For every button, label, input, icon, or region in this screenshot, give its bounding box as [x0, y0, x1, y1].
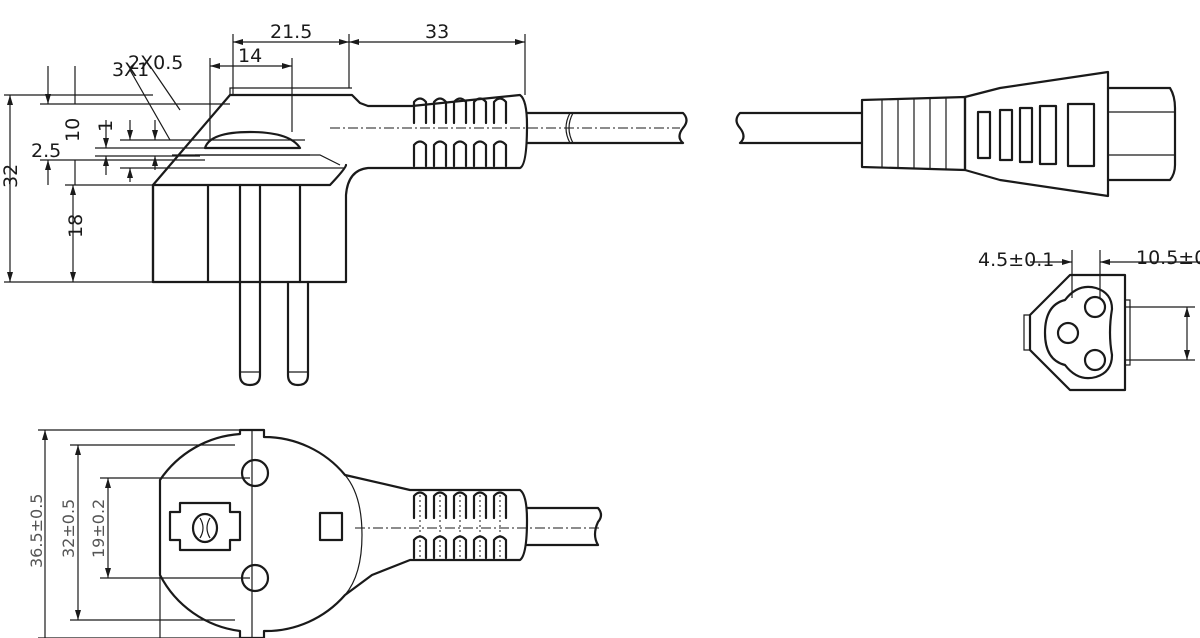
side-dimensions: 21.5 33 14 2X0.5 3X1 2.5 10 1 32 18	[0, 21, 526, 283]
connector-window-1	[976, 110, 992, 160]
dim-18: 18	[65, 214, 87, 238]
dim-19: 19±0.2	[89, 499, 108, 558]
dim-2-5: 2.5	[31, 140, 61, 162]
plug-front-view	[158, 428, 603, 638]
dim-2x0-5: 2X0.5	[128, 52, 183, 74]
connector-window-5	[1066, 102, 1096, 168]
dim-10: 10	[62, 118, 84, 142]
connector-side-view	[735, 70, 1177, 198]
front-small-window	[318, 511, 344, 542]
pin-right	[286, 280, 310, 387]
plug-body-step	[151, 163, 348, 284]
pin-left	[238, 183, 262, 387]
dim-32-front: 32±0.5	[59, 499, 78, 558]
connector-nose	[1106, 86, 1177, 182]
dim-36-5: 36.5±0.5	[27, 494, 46, 568]
plug-side-body	[151, 93, 529, 284]
connector-body	[963, 70, 1110, 198]
connector-window-3	[1018, 106, 1034, 164]
front-cable	[525, 506, 603, 547]
plug-top-face	[229, 87, 352, 95]
dim-4-5: 4.5±0.1	[978, 249, 1054, 271]
contact-top	[1083, 295, 1107, 319]
connector-face-tabs	[1023, 299, 1131, 366]
grip-ribs-bottom	[412, 140, 508, 168]
dim-32: 32	[0, 164, 22, 188]
plug-face-outline	[158, 428, 529, 638]
plug-face-neck	[344, 474, 363, 596]
connector-cloverleaf	[1043, 285, 1114, 380]
dim-14: 14	[238, 45, 262, 67]
plug-side-view	[151, 87, 688, 387]
connector-window-4	[1038, 104, 1058, 166]
cable-break-left	[565, 112, 574, 144]
contact-earth	[1056, 321, 1080, 345]
dim-1: 1	[95, 120, 117, 132]
cable-left-segment	[525, 111, 688, 145]
dim-10-5: 10.5±0	[1136, 247, 1200, 269]
grip-ribs-top	[412, 97, 508, 125]
earth-rivet	[191, 512, 219, 544]
contact-bottom	[1083, 348, 1107, 372]
front-dimensions: 36.5±0.5 32±0.5 19±0.2	[27, 429, 252, 638]
connector-face-view: 4.5±0.1 10.5±0	[978, 247, 1200, 392]
plug-shoulder-lines	[160, 154, 345, 169]
connector-nose-lines	[1108, 111, 1175, 156]
earth-clip-front	[168, 501, 242, 552]
pin-hole-top	[240, 458, 270, 488]
connector-window-2	[998, 108, 1014, 162]
dim-3x1: 3X1	[112, 59, 149, 81]
earth-clip-inner	[195, 139, 310, 156]
front-grip-ribs	[412, 491, 508, 560]
strain-relief-ribs	[881, 97, 947, 170]
dim-33: 33	[425, 21, 449, 43]
cable-right-segment	[735, 111, 864, 145]
dim-21-5: 21.5	[270, 21, 312, 43]
